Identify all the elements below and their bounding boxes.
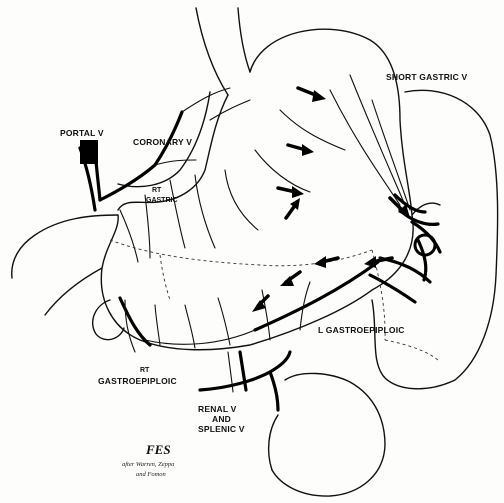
flow-arrow	[280, 272, 300, 286]
flow-arrow	[288, 144, 314, 156]
label-renal-v: RENAL V	[198, 404, 237, 414]
esophagus	[196, 8, 250, 95]
label-splenic-v: SPLENIC V	[198, 424, 245, 434]
portal-vein	[80, 140, 100, 210]
label-portal-v: PORTAL V	[60, 128, 104, 138]
flow-arrow	[314, 256, 338, 268]
artist-signature: FES after Warren, Zeppa and Fomon	[122, 442, 174, 478]
renal-splenic-vein	[200, 352, 290, 410]
label-rt-gastric-line2: GASTRIC	[146, 197, 178, 204]
short-gastric-veins	[330, 75, 438, 302]
signature-initials: FES	[145, 442, 171, 457]
flow-arrow	[286, 198, 300, 218]
stomach	[12, 29, 413, 350]
label-rt-gastric-line1: RT	[152, 187, 162, 194]
label-short-gastric-v: SHORT GASTRIC V	[386, 72, 468, 82]
label-rt-gastroepiploic-line1: RT	[140, 367, 150, 374]
label-l-gastroepiploic: L GASTROEPIPLOIC	[318, 325, 405, 335]
flow-arrow	[298, 88, 326, 102]
flow-arrows	[252, 88, 410, 312]
flow-arrow	[364, 256, 392, 268]
signature-credit-line1: after Warren, Zeppa	[122, 461, 174, 468]
labels: PORTAL V CORONARY V RT GASTRIC SHORT GAS…	[60, 72, 468, 434]
label-and: AND	[212, 414, 231, 424]
label-rt-gastroepiploic-line2: GASTROEPIPLOIC	[98, 376, 177, 386]
kidney	[269, 373, 385, 496]
signature-credit-line2: and Fomon	[136, 471, 166, 478]
label-coronary-v: CORONARY V	[133, 137, 192, 147]
right-gastroepiploic-vein	[120, 298, 150, 352]
